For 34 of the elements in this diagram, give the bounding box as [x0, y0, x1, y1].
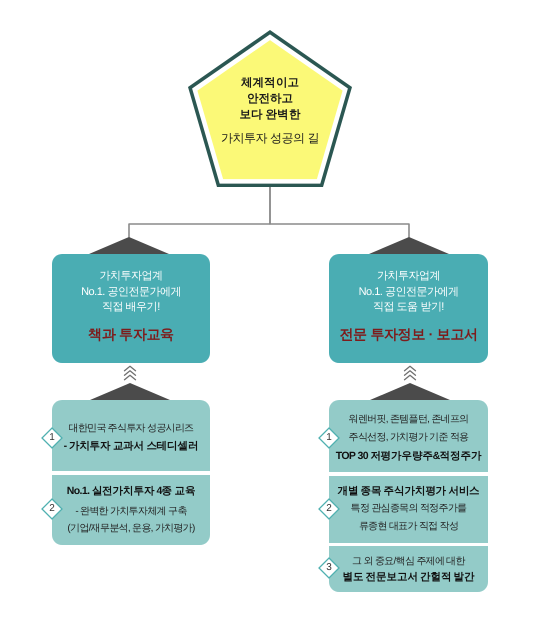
info-card — [329, 400, 488, 472]
number-diamond — [318, 427, 340, 449]
number-diamond — [41, 498, 63, 520]
box-text: 가치투자업계 No.1. 공인전문가에게 직접 도움 받기! — [358, 269, 458, 315]
number-diamond — [41, 427, 63, 449]
card-text: 특정 관심종목의 적정주가를 류종현 대표가 직접 작성 — [350, 502, 466, 534]
card-text: No.1. 실전가치투자 4종 교육 — [66, 484, 196, 499]
card-text: 그 외 중요/핵심 주제에 대한 — [352, 555, 465, 569]
card-text: 별도 전문보고서 간헐적 발간 — [342, 570, 474, 585]
card-text: TOP 30 저평가우량주&적정주가 — [336, 449, 482, 464]
chevron-arrow — [370, 366, 450, 400]
pentagon-badge — [188, 30, 352, 187]
card-text: 대한민국 주식투자 성공시리즈 — [68, 422, 194, 436]
step-number: 2 — [326, 502, 332, 516]
step-number: 3 — [326, 561, 332, 575]
number-diamond — [318, 557, 340, 579]
card-text: 개별 종목 주식가치평가 서비스 — [337, 484, 480, 499]
slogan-title: 가치투자 성공의 길 — [221, 130, 319, 147]
step-number: 2 — [49, 502, 55, 516]
card-text: - 가치투자 교과서 스테디셀러 — [64, 439, 198, 454]
chevron-arrow — [90, 366, 170, 400]
card-text: 워렌버핏, 존템플턴, 존네프의 주식선정, 가치평가 기준 적용 — [348, 413, 468, 445]
box-title: 책과 투자교육 — [88, 325, 174, 344]
box-text: 가치투자업계 No.1. 공인전문가에게 직접 배우기! — [81, 269, 181, 315]
info-card — [52, 400, 210, 471]
category-box — [52, 254, 210, 363]
box-title: 전문 투자정보 · 보고서 — [339, 325, 478, 344]
step-number: 1 — [326, 431, 332, 445]
step-number: 1 — [49, 431, 55, 445]
number-diamond — [318, 498, 340, 520]
slogan-text: 체계적이고 안전하고 보다 완벽한 — [240, 76, 300, 123]
connector-line — [269, 186, 449, 254]
category-box — [329, 254, 488, 363]
card-text: - 완벽한 가치투자체계 구축 (기업/재무분석, 운용, 가치평가) — [67, 505, 195, 536]
